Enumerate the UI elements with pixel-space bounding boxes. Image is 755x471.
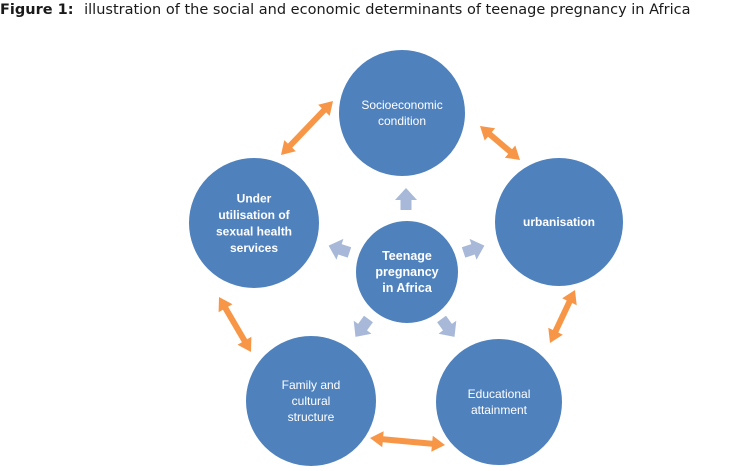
center-node: Teenage pregnancy in Africa bbox=[354, 219, 460, 325]
center-node-label: pregnancy bbox=[375, 265, 438, 279]
figure-caption-text: illustration of the social and economic … bbox=[84, 2, 691, 18]
node-health-services-label: Under bbox=[237, 191, 272, 205]
connector-arrow bbox=[370, 431, 445, 452]
figure-caption-label: Figure 1: bbox=[0, 2, 74, 18]
node-socioeconomic-circle bbox=[337, 48, 467, 178]
center-node-circle bbox=[354, 219, 460, 325]
center-pointer-arrow bbox=[461, 238, 485, 260]
node-family-label: structure bbox=[288, 410, 335, 424]
node-family-circle bbox=[244, 334, 378, 468]
connector-arrow bbox=[281, 101, 333, 155]
node-family-label: cultural bbox=[292, 394, 331, 408]
node-family: Family and cultural structure bbox=[244, 334, 378, 468]
node-socioeconomic-label: Socioeconomic bbox=[361, 98, 442, 112]
node-health-services-circle bbox=[187, 156, 321, 290]
node-family-label: Family and bbox=[282, 378, 341, 392]
determinant-nodes: Socioeconomic condition urbanisationEducat… bbox=[187, 48, 625, 468]
connector-arrow bbox=[218, 297, 252, 352]
node-education-label: attainment bbox=[471, 403, 528, 417]
node-education-circle bbox=[434, 337, 564, 467]
node-health-services: Under utilisation of sexual health services bbox=[187, 156, 321, 290]
center-node-label: Teenage bbox=[382, 249, 432, 263]
node-education: Educational attainment bbox=[434, 337, 564, 467]
node-education-label: Educational bbox=[468, 387, 531, 401]
node-socioeconomic-label: condition bbox=[378, 114, 426, 128]
center-node-label: in Africa bbox=[382, 281, 433, 295]
center-pointer-arrows bbox=[328, 188, 485, 337]
figure-caption: Figure 1: illustration of the social and… bbox=[0, 2, 755, 18]
connector-arrow bbox=[480, 126, 520, 160]
node-health-services-label: services bbox=[230, 241, 278, 255]
node-urbanisation-label: urbanisation bbox=[523, 215, 595, 229]
center-pointer-arrow bbox=[437, 315, 457, 337]
node-urbanisation-circle bbox=[493, 156, 625, 288]
center-pointer-arrow bbox=[395, 188, 417, 210]
node-health-services-label: sexual health bbox=[216, 224, 292, 238]
connector-arrows bbox=[218, 101, 577, 452]
node-urbanisation: urbanisation bbox=[493, 156, 625, 288]
connector-arrow bbox=[548, 290, 577, 343]
node-health-services-label: utilisation of bbox=[218, 208, 290, 222]
center-pointer-arrow bbox=[353, 315, 373, 337]
node-socioeconomic: Socioeconomic condition bbox=[337, 48, 467, 178]
center-pointer-arrow bbox=[328, 238, 352, 260]
